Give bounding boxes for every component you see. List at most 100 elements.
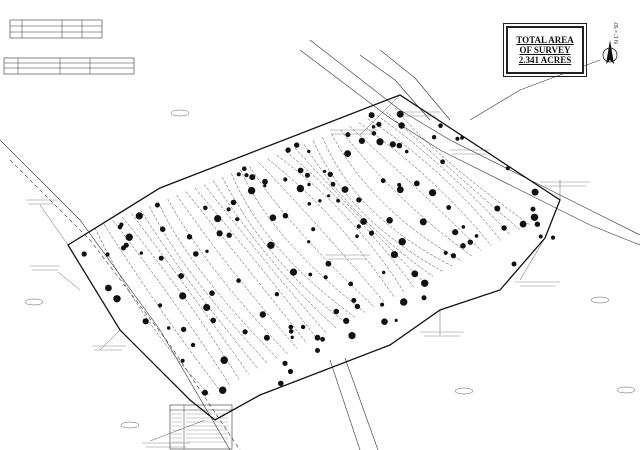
tree-symbol [419, 218, 427, 226]
tree-symbol [382, 270, 386, 275]
tree-symbol [404, 149, 409, 154]
tree-symbol [267, 241, 275, 249]
tree-symbol [396, 186, 404, 194]
tree-symbol [327, 194, 331, 198]
tree-symbol [341, 186, 349, 193]
title-line-2: OF SURVEY [519, 45, 571, 55]
tree-symbol [394, 318, 398, 322]
tree-symbol [235, 217, 240, 222]
tree-symbol [178, 273, 185, 279]
tree-symbol [323, 275, 328, 280]
tree-symbol [307, 240, 311, 244]
tree-symbol [531, 188, 539, 196]
tree-symbol [461, 225, 466, 229]
tree-symbol [158, 303, 163, 308]
tree-symbol [450, 253, 456, 259]
tree-symbol [460, 136, 464, 140]
tree-symbol [368, 230, 375, 236]
tree-symbol [203, 303, 211, 312]
tree-symbol [411, 270, 419, 278]
tree-symbol [519, 220, 527, 228]
tree-symbol [180, 326, 187, 333]
tree-symbol [348, 281, 354, 287]
tree-symbol [390, 251, 398, 259]
tree-symbol [421, 295, 427, 301]
tree-symbol [283, 177, 288, 182]
tree-symbol [205, 249, 209, 253]
tree-symbol [226, 207, 231, 212]
tree-symbol [158, 255, 164, 261]
tree-symbol [318, 199, 322, 203]
tree-symbol [336, 198, 340, 203]
tree-symbol [249, 174, 256, 181]
tree-symbol [344, 150, 351, 158]
tree-symbol [247, 186, 256, 195]
tree-symbol [538, 234, 543, 239]
tree-symbol [438, 123, 443, 128]
tree-symbol [203, 205, 208, 211]
tree-symbol [289, 268, 298, 276]
tree-symbol [356, 224, 361, 229]
tree-symbol [474, 234, 479, 238]
tree-symbol [180, 358, 185, 363]
tree-symbol [269, 214, 277, 221]
tree-symbol [315, 348, 320, 353]
tree-symbol [117, 224, 123, 230]
tree-symbol [282, 360, 288, 366]
tree-symbol [345, 132, 351, 138]
tree-symbol [305, 172, 310, 178]
tree-symbol [505, 166, 510, 171]
tree-symbol [320, 336, 325, 342]
tree-symbol [376, 138, 384, 146]
tree-symbol [244, 173, 249, 178]
tree-symbol [186, 234, 193, 240]
north-arrow-icon [602, 40, 618, 64]
tree-symbol [440, 159, 445, 165]
tree-symbol [330, 181, 336, 187]
tree-symbol [501, 225, 507, 231]
tree-symbol [220, 356, 228, 365]
tree-symbol [380, 178, 386, 184]
tree-symbol [166, 326, 171, 330]
tree-symbol [431, 135, 437, 140]
road-lines [0, 39, 640, 450]
tree-symbol [154, 202, 160, 208]
tree-symbol [351, 297, 357, 303]
tree-symbol [125, 233, 133, 241]
tree-symbol [113, 295, 121, 303]
tree-table [169, 404, 233, 450]
tree-symbol [262, 178, 268, 185]
tree-symbols [81, 110, 556, 396]
tree-symbol [355, 234, 359, 238]
tree-symbol [348, 332, 356, 340]
tree-symbol [397, 182, 402, 187]
tree-symbol [398, 122, 405, 129]
tree-symbol [371, 125, 376, 129]
tree-symbol [290, 335, 294, 339]
tree-symbol [210, 317, 216, 324]
tree-symbol [307, 182, 311, 187]
line-table [3, 57, 135, 75]
tree-symbol [139, 251, 143, 255]
title-line-1: TOTAL AREA [516, 35, 574, 45]
tree-symbol [135, 212, 143, 220]
tree-symbol [327, 171, 333, 177]
tree-symbol [386, 217, 393, 224]
tree-symbol [323, 169, 327, 173]
tree-symbol [396, 142, 403, 149]
tree-symbol [413, 180, 420, 187]
tree-symbol [263, 334, 270, 341]
tree-symbol [288, 324, 294, 330]
tree-symbol [226, 232, 232, 238]
tree-symbol [314, 334, 321, 341]
tree-symbol [105, 252, 110, 257]
tree-symbol [389, 141, 396, 148]
tree-symbol [159, 226, 166, 232]
tree-symbol [214, 215, 222, 223]
tree-symbol [421, 279, 429, 287]
tree-symbol [242, 329, 248, 335]
tree-symbol [343, 317, 350, 324]
tree-symbol [358, 137, 365, 144]
tree-symbol [396, 110, 404, 118]
